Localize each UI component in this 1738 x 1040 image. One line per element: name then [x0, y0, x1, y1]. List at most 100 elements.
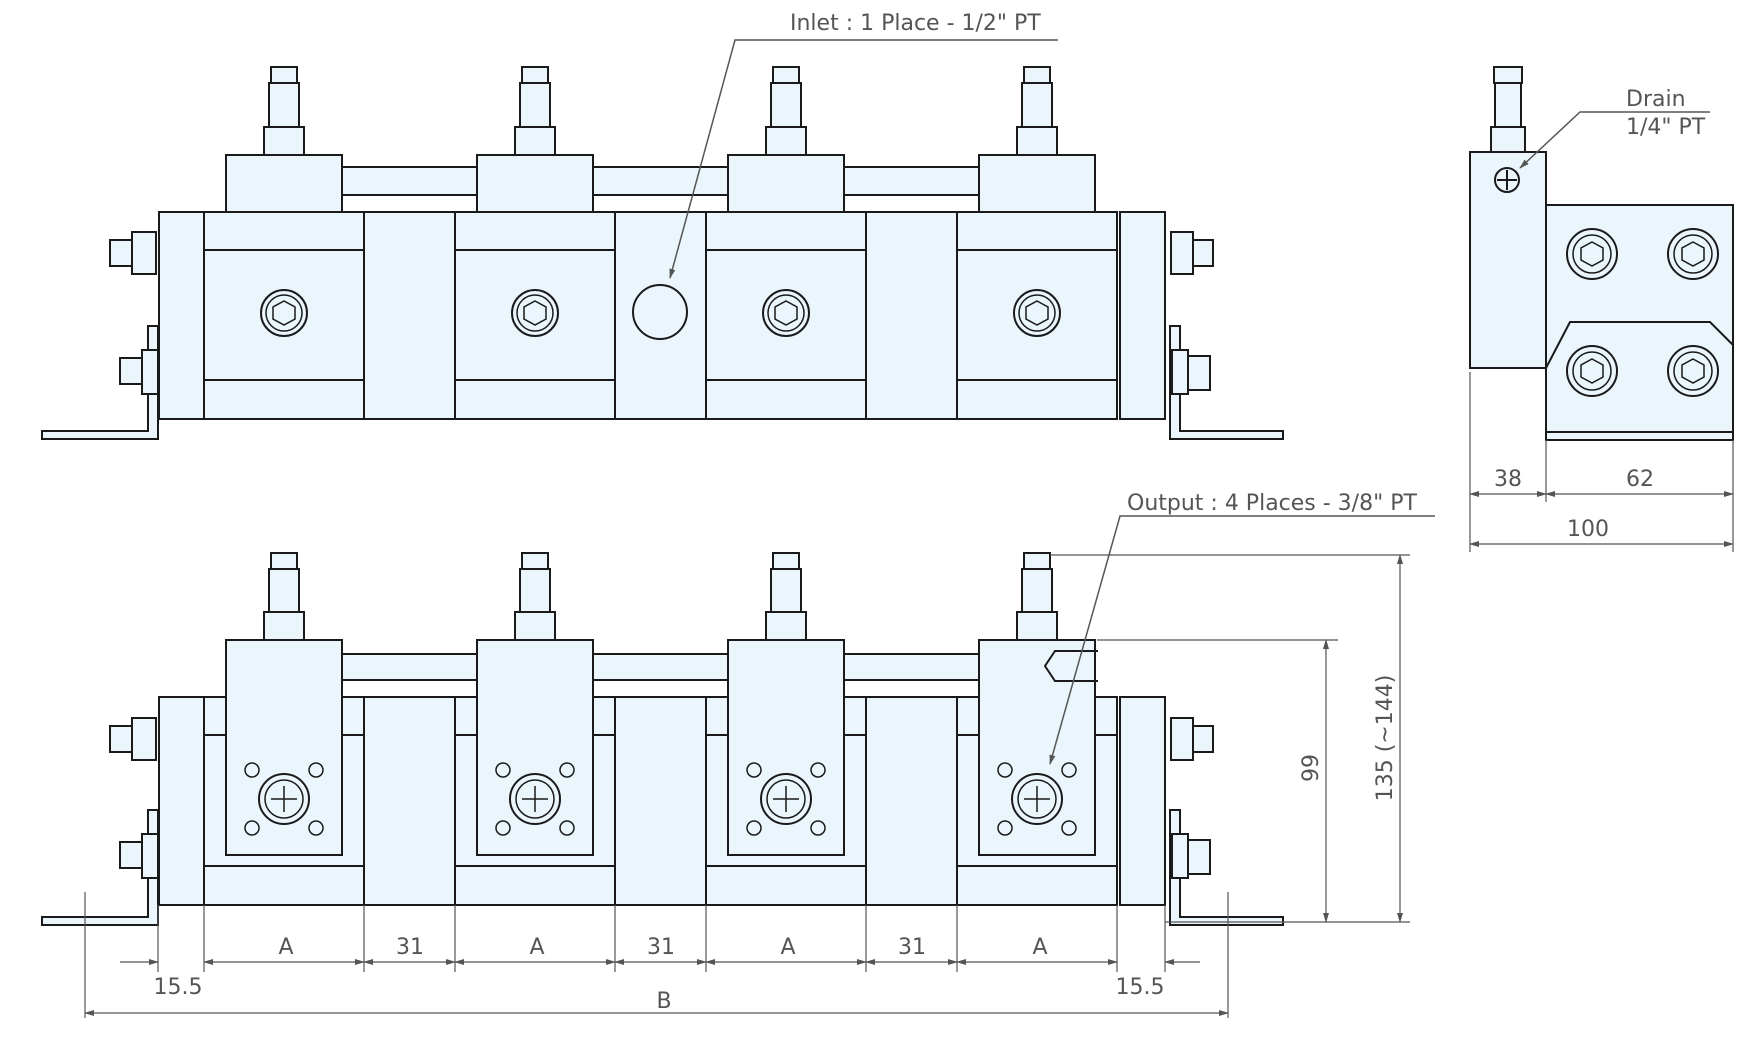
hex-socket [774, 300, 798, 326]
valve-nut [263, 126, 305, 156]
dim-total-b: B [656, 989, 671, 1014]
side-view-bolts [1566, 228, 1719, 397]
hex-plug-inner [767, 294, 805, 332]
valve-cap [772, 66, 800, 84]
bottom-view-modules [203, 552, 1118, 906]
drain-size-label: 1/4" PT [1626, 115, 1706, 140]
valve-nut [263, 611, 305, 641]
valve-stem [268, 82, 300, 128]
valve-stem [519, 82, 551, 128]
inlet-label: Inlet : 1 Place - 1/2" PT [790, 11, 1041, 36]
bolt-hole [308, 762, 324, 778]
valve-block [476, 154, 594, 213]
valve-stem [1021, 568, 1053, 613]
valve-block [225, 154, 343, 213]
side-view [1469, 66, 1734, 441]
module-bottom [956, 552, 1118, 906]
output-marker [1043, 650, 1098, 682]
spacer-block [363, 696, 456, 906]
module-top [956, 66, 1118, 420]
bolt-hole [746, 820, 762, 836]
valve-block [978, 154, 1096, 213]
dim-side-right: 62 [1626, 467, 1654, 492]
hex-socket [1681, 241, 1705, 267]
module-bottom [454, 552, 616, 906]
bolt-hole [746, 762, 762, 778]
output-leader [1049, 515, 1435, 765]
valve-nut [1016, 126, 1058, 156]
valve-cap [521, 552, 549, 570]
bolt-head-inner [1572, 351, 1612, 391]
bolt-hole [559, 762, 575, 778]
bolt-hole [559, 820, 575, 836]
module-top [705, 66, 867, 420]
bolt-hole [1061, 820, 1077, 836]
bolt-hole [308, 820, 324, 836]
valve-nut [765, 611, 807, 641]
valve-block [727, 154, 845, 213]
top-view-modules [203, 66, 1118, 420]
hex-socket [1025, 300, 1049, 326]
socket-head-bolt [1667, 228, 1719, 280]
module-top [454, 66, 616, 420]
bolt-head-inner [1572, 234, 1612, 274]
inlet-port [632, 284, 688, 340]
bolt-hole [244, 820, 260, 836]
bolt-head-inner [1673, 234, 1713, 274]
bolt-hole [810, 820, 826, 836]
valve-stem [268, 568, 300, 613]
hex-plug-inner [516, 294, 554, 332]
dim-gap-2: 31 [647, 935, 675, 960]
drain-port [1494, 167, 1520, 193]
valve-nut [514, 611, 556, 641]
dim-height-total: 135 (~144) [1373, 675, 1398, 802]
hex-socket [1580, 241, 1604, 267]
spacer-block [865, 211, 958, 420]
spacer-block [865, 696, 958, 906]
drain-leader [1519, 111, 1710, 169]
spacer-block [614, 696, 707, 906]
bolt-hole [244, 762, 260, 778]
socket-head-bolt [1566, 345, 1618, 397]
dim-gap-3: 31 [898, 935, 926, 960]
bolt-hole [495, 820, 511, 836]
valve-cap [1023, 66, 1051, 84]
module-bottom [705, 552, 867, 906]
valve-stem [519, 568, 551, 613]
bolt-hole [997, 820, 1013, 836]
module-top [203, 66, 365, 420]
socket-head-bolt [1667, 345, 1719, 397]
dim-a-4: A [1032, 935, 1047, 960]
valve-stem [770, 568, 802, 613]
dim-side-total: 100 [1567, 517, 1609, 542]
valve-cap [521, 66, 549, 84]
spacer-block [363, 211, 456, 420]
dim-height-body: 99 [1299, 754, 1324, 782]
hex-plug-inner [1018, 294, 1056, 332]
valve-nut [514, 126, 556, 156]
valve-cap [270, 66, 298, 84]
dim-a-3: A [780, 935, 795, 960]
hex-socket [1580, 358, 1604, 384]
valve-nut [765, 126, 807, 156]
bolt-hole [1061, 762, 1077, 778]
socket-head-bolt [1566, 228, 1618, 280]
dim-a-1: A [278, 935, 293, 960]
drain-label: Drain [1626, 87, 1686, 112]
valve-stem [1021, 82, 1053, 128]
bolt-head-inner [1673, 351, 1713, 391]
dim-a-2: A [529, 935, 544, 960]
bolt-hole [495, 762, 511, 778]
dim-edge-right: 15.5 [1116, 975, 1165, 1000]
bolt-hole [810, 762, 826, 778]
hex-socket [523, 300, 547, 326]
dim-side-left: 38 [1494, 467, 1522, 492]
hex-socket [272, 300, 296, 326]
module-bottom [203, 552, 365, 906]
front-view-top [41, 166, 1284, 440]
inlet-leader [669, 39, 1058, 279]
valve-nut [1016, 611, 1058, 641]
valve-cap [270, 552, 298, 570]
hex-plug-inner [265, 294, 303, 332]
